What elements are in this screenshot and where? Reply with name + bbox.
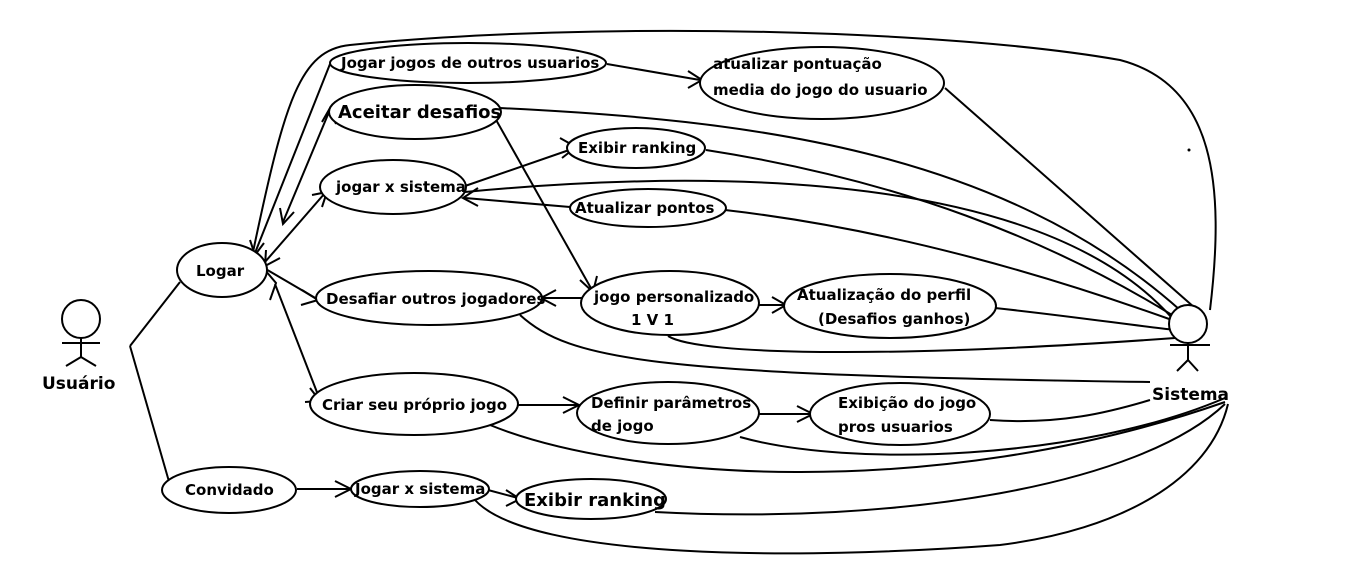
use-case-aceitar-desafios-label: Aceitar desafios xyxy=(338,102,501,123)
use-case-jogar-outros: Jogar jogos de outros usuarios xyxy=(329,42,607,84)
use-case-desafiar-label: Desafiar outros jogadores xyxy=(326,290,545,308)
use-case-definir-parametros-line2: de jogo xyxy=(591,417,654,435)
use-case-definir-parametros: Definir parâmetros de jogo xyxy=(576,381,760,445)
use-case-atualizacao-perfil-line2: (Desafios ganhos) xyxy=(818,310,970,328)
actor-usuario-head xyxy=(61,299,101,339)
use-case-exibir-ranking-1-label: Exibir ranking xyxy=(578,139,696,157)
use-case-criar-jogo-ellipse xyxy=(309,372,519,436)
edge-definir-sistema xyxy=(739,397,1226,456)
use-case-atualizar-pontos-label: Atualizar pontos xyxy=(575,199,715,217)
use-case-jogo-personalizado-ellipse xyxy=(580,270,760,336)
use-case-definir-parametros-line1: Definir parâmetros xyxy=(591,394,751,412)
edge-logar-jogar-outros xyxy=(254,63,331,254)
use-case-definir-parametros-ellipse xyxy=(576,381,760,445)
use-case-atualizacao-perfil-ellipse xyxy=(783,273,997,339)
edge-atualizar-pontos-sistema xyxy=(724,209,1173,321)
actor-usuario: Usuário xyxy=(42,299,115,394)
arrowhead-logar-lower xyxy=(264,269,278,301)
use-case-jogar-sistema-1-ellipse xyxy=(319,159,467,215)
edge-jogar-sistema2-sistema xyxy=(474,403,1229,555)
use-case-atualizar-pontos: Atualizar pontos xyxy=(569,188,727,228)
actor-usuario-body xyxy=(62,338,100,367)
actor-sistema-label: Sistema xyxy=(1152,385,1229,405)
edge-logar-aceitar xyxy=(282,111,330,223)
use-case-aceitar-desafios: Aceitar desafios xyxy=(328,84,502,140)
use-case-exibir-ranking-2-label: Exibir ranking xyxy=(524,490,666,511)
use-case-exibicao-jogo-line2: pros usuarios xyxy=(838,418,953,436)
use-case-atualizacao-perfil-line1: Atualização do perfil xyxy=(797,286,971,304)
edge-ranking2-sistema xyxy=(654,403,1226,516)
use-case-aceitar-desafios-ellipse xyxy=(328,84,502,140)
use-case-jogar-sistema-2-label: Jogar x sistema xyxy=(354,480,485,498)
connections xyxy=(129,29,1229,555)
edge-aceitar-sistema xyxy=(499,107,1181,311)
use-case-criar-jogo: Criar seu próprio jogo xyxy=(309,372,519,436)
edge-logar-sistema-outer xyxy=(252,29,1217,311)
use-case-exibicao-jogo-ellipse xyxy=(809,382,991,446)
edge-jogar-outros-atualizar-pontuacao xyxy=(606,63,701,81)
edge-criar-sistema xyxy=(489,401,1226,473)
edge-atualizar-pontos-jogar-sistema xyxy=(464,197,571,208)
edge-jogar-sistema2-ranking xyxy=(487,489,519,499)
edge-jogar-sistema-sistema xyxy=(464,179,1173,319)
use-case-desafiar-ellipse xyxy=(315,270,543,326)
use-case-atualizar-pontuacao-line1: atualizar pontuação xyxy=(713,55,882,73)
use-case-jogo-personalizado: jogo personalizado 1 V 1 xyxy=(580,270,760,336)
edge-logar-criar xyxy=(274,283,321,401)
edge-logar-jogar-sistema xyxy=(264,192,326,263)
edge-atualizar-pontuacao-sistema xyxy=(944,87,1196,309)
use-case-exibir-ranking-2-ellipse xyxy=(515,478,667,520)
edge-usuario-logar xyxy=(129,281,181,347)
use-case-jogo-personalizado-line1: jogo personalizado xyxy=(593,288,754,306)
edge-perfil-sistema xyxy=(994,307,1176,331)
use-case-convidado-label: Convidado xyxy=(185,481,274,499)
use-case-exibir-ranking-2: Exibir ranking xyxy=(515,478,667,520)
use-case-atualizar-pontos-ellipse xyxy=(569,188,727,228)
use-case-jogo-personalizado-line2: 1 V 1 xyxy=(631,311,674,329)
use-case-jogar-sistema-2: Jogar x sistema xyxy=(350,470,490,508)
use-case-jogar-sistema-1: jogar x sistema xyxy=(319,159,467,215)
use-case-atualizar-pontuacao-ellipse xyxy=(699,46,945,120)
edge-desafiar-sistema xyxy=(519,314,1151,383)
use-case-convidado: Convidado xyxy=(161,466,297,514)
edge-jogo-personalizado-sistema xyxy=(667,335,1176,354)
edge-exibir-ranking-sistema xyxy=(705,149,1173,316)
use-case-logar: Logar xyxy=(176,242,268,298)
actor-sistema-head xyxy=(1168,304,1208,344)
edge-exibicao-sistema xyxy=(989,399,1151,423)
use-case-convidado-ellipse xyxy=(161,466,297,514)
use-case-jogar-outros-ellipse xyxy=(329,42,607,84)
actor-usuario-label: Usuário xyxy=(42,374,115,394)
use-case-exibir-ranking-1-ellipse xyxy=(566,127,706,169)
use-case-jogar-sistema-2-ellipse xyxy=(350,470,490,508)
use-case-atualizar-pontuacao-line2: media do jogo do usuario xyxy=(713,81,928,99)
use-case-logar-label: Logar xyxy=(196,262,245,280)
stray-dot xyxy=(1187,148,1191,152)
use-case-exibicao-jogo-line1: Exibição do jogo xyxy=(838,394,976,412)
use-case-logar-ellipse xyxy=(176,242,268,298)
edge-usuario-convidado xyxy=(129,345,173,493)
use-case-atualizar-pontuacao: atualizar pontuação media do jogo do usu… xyxy=(699,46,945,120)
use-case-desafiar: Desafiar outros jogadores xyxy=(315,270,545,326)
arrowhead-logar-mid xyxy=(279,207,295,227)
actor-sistema-body xyxy=(1170,343,1210,372)
actor-sistema: Sistema xyxy=(1152,304,1229,405)
arrowhead-atualizar-pontos xyxy=(461,187,479,207)
use-case-jogar-outros-label: Jogar jogos de outros usuarios xyxy=(340,54,599,72)
use-case-exibir-ranking-1: Exibir ranking xyxy=(566,127,706,169)
use-case-jogar-sistema-1-label: jogar x sistema xyxy=(335,178,466,196)
edge-aceitar-jogo-personalizado xyxy=(494,117,593,291)
use-case-exibicao-jogo: Exibição do jogo pros usuarios xyxy=(809,382,991,446)
use-case-criar-jogo-label: Criar seu próprio jogo xyxy=(322,396,507,414)
use-case-atualizacao-perfil: Atualização do perfil (Desafios ganhos) xyxy=(783,273,997,339)
edge-jogar-sistema-exibir-ranking xyxy=(464,147,576,187)
